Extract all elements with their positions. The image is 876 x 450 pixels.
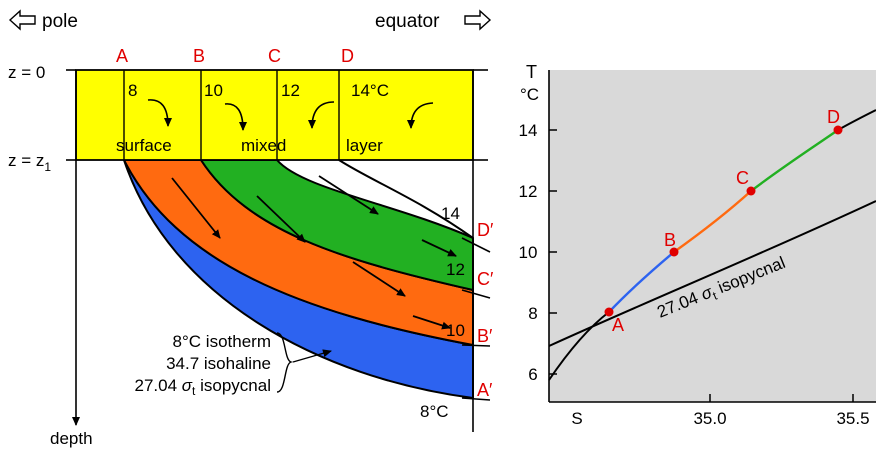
point-a [604, 307, 614, 317]
x-tick-label-35-0: 35.0 [693, 409, 726, 428]
label-c-prime: C′ [477, 269, 494, 289]
annotation-brace-icon [276, 332, 294, 393]
y-tick-label-14: 14 [519, 121, 538, 140]
sinking-arrow-icon [224, 103, 247, 131]
label-d-prime: D′ [477, 220, 494, 240]
point-label-c: C [736, 168, 749, 188]
label-a-prime: A′ [477, 380, 493, 400]
depth-label: depth [50, 429, 93, 448]
isopleth-annotation: 8°C isotherm 34.7 isohaline 27.04 σt iso… [135, 332, 332, 398]
z1-label: z = z1 [8, 151, 51, 174]
left-diagram: z = 0 z = z1 A B C D 8 10 12 14°C surfac… [8, 46, 494, 448]
annotation-isotherm: 8°C isotherm [173, 332, 271, 351]
point-d [833, 125, 843, 135]
a-prime-tick [461, 397, 491, 401]
word-mixed: mixed [241, 136, 286, 155]
ts-segment-cd [750, 129, 839, 192]
temp-c: 12 [281, 81, 300, 100]
band-c [199, 159, 474, 292]
header: pole equator [8, 9, 492, 32]
point-c [746, 186, 756, 196]
y-tick-label-8: 8 [528, 304, 537, 323]
point-label-d: D [827, 107, 840, 127]
z0-label: z = 0 [8, 63, 45, 82]
equator-label: equator [375, 11, 440, 32]
flow-arrow-icon [171, 177, 221, 239]
pole-arrow-icon [8, 9, 36, 31]
word-layer: layer [346, 136, 383, 155]
column-label-d: D [341, 46, 354, 66]
pole-label: pole [42, 11, 78, 32]
annotation-pointer-icon [292, 349, 332, 363]
annotation-isohaline: 34.7 isohaline [166, 354, 271, 373]
isotherm-14: 14 [441, 204, 460, 223]
isotherm-8c: 8°C [420, 402, 449, 421]
flow-arrow-icon [352, 261, 406, 297]
flow-arrow-icon [256, 195, 306, 243]
temp-a: 8 [128, 81, 137, 100]
isopycnal-line [548, 200, 876, 347]
y-tick-label-6: 6 [528, 365, 537, 384]
isotherm-12: 12 [446, 260, 465, 279]
temp-d: 14°C [351, 81, 389, 100]
ts-segment-bc [673, 190, 752, 253]
point-label-a: A [612, 315, 624, 335]
sinking-arrow-icon [407, 102, 434, 129]
ts-curve-lower [548, 311, 610, 381]
sinking-arrow-icon [308, 101, 335, 129]
ts-plot: T °C 6 8 10 12 14 S 35.0 35.5 27.04 σt i… [519, 62, 876, 428]
point-label-b: B [664, 230, 676, 250]
y-tick-label-10: 10 [519, 243, 538, 262]
column-label-c: C [268, 46, 281, 66]
sinking-arrow-icon [147, 99, 172, 127]
d-prime-tick [461, 237, 491, 253]
column-label-b: B [193, 46, 205, 66]
surface-mixed-layer [75, 69, 474, 161]
y-tick-label-12: 12 [519, 182, 538, 201]
point-b [669, 247, 679, 257]
isotherm-10: 10 [446, 321, 465, 340]
x-axis-label-s: S [571, 409, 582, 428]
c-prime-tick [461, 289, 491, 299]
equator-arrow-icon [464, 9, 492, 31]
label-b-prime: B′ [477, 326, 493, 346]
word-surface: surface [116, 136, 172, 155]
y-axis-label-unit: °C [520, 85, 539, 104]
x-tick-label-35-5: 35.5 [836, 409, 869, 428]
ts-plot-area [549, 70, 876, 402]
column-label-a: A [116, 46, 128, 66]
band-d-boundary [338, 159, 474, 239]
flow-arrow-icon [421, 239, 457, 257]
annotation-isopycnal: 27.04 σt isopycnal [135, 376, 271, 398]
ts-segment-ab [608, 251, 675, 313]
y-axis-label-t: T [526, 62, 537, 82]
b-prime-tick [461, 344, 491, 347]
temp-b: 10 [204, 81, 223, 100]
flow-arrow-icon [318, 175, 379, 215]
flow-arrow-icon [412, 315, 451, 330]
